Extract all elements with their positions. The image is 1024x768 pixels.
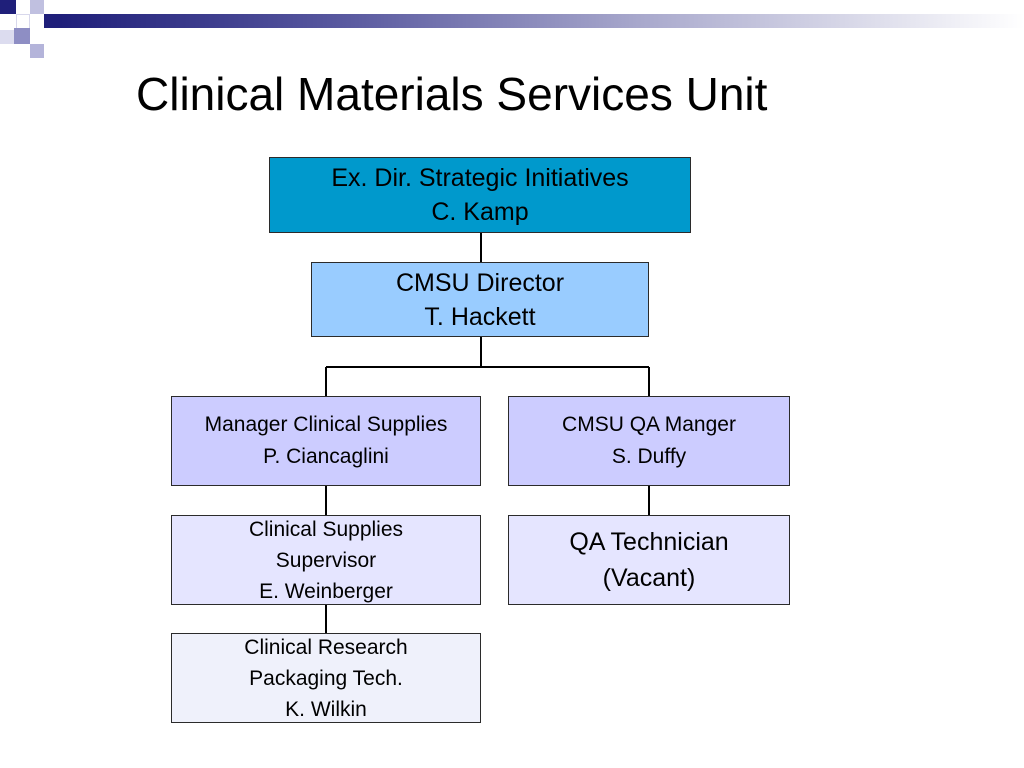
node-person: T. Hackett [424, 302, 536, 331]
node-role: Manager Clinical Supplies [204, 413, 448, 436]
node-person: S. Duffy [611, 445, 687, 468]
node-role: Ex. Dir. Strategic Initiatives [331, 164, 629, 192]
node-role-line-2: Packaging Tech. [249, 666, 403, 690]
node-role-line-1: Clinical Supplies [248, 517, 404, 541]
node-person: K. Wilkin [285, 697, 367, 721]
decorative-square [30, 44, 44, 58]
org-node-executive-director: Ex. Dir. Strategic Initiatives C. Kamp [269, 157, 691, 233]
org-node-cmsu-director: CMSU Director T. Hackett [311, 262, 649, 337]
node-role: QA Technician [569, 528, 729, 556]
decorative-square [0, 0, 16, 14]
node-role: CMSU Director [395, 268, 565, 297]
node-person: (Vacant) [602, 564, 696, 592]
org-node-clinical-supplies-supervisor: Clinical Supplies Supervisor E. Weinberg… [171, 515, 481, 605]
org-node-packaging-tech: Clinical Research Packaging Tech. K. Wil… [171, 633, 481, 723]
node-role: CMSU QA Manger [562, 413, 736, 436]
org-node-manager-clinical-supplies: Manager Clinical Supplies P. Ciancaglini [171, 396, 481, 486]
org-node-qa-technician: QA Technician (Vacant) [508, 515, 790, 605]
node-person: C. Kamp [431, 198, 529, 226]
node-person: P. Ciancaglini [263, 445, 389, 468]
node-role-line-1: Clinical Research [244, 635, 408, 659]
org-node-qa-manager: CMSU QA Manger S. Duffy [508, 396, 790, 486]
decorative-square [44, 14, 60, 28]
decorative-square [0, 30, 14, 44]
slide-title: Clinical Materials Services Unit [136, 68, 768, 120]
decorative-square [14, 28, 30, 44]
node-person: E. Weinberger [259, 579, 393, 603]
decorative-square [30, 0, 44, 14]
header-gradient-band [60, 14, 1024, 28]
node-role-line-2: Supervisor [275, 548, 377, 572]
